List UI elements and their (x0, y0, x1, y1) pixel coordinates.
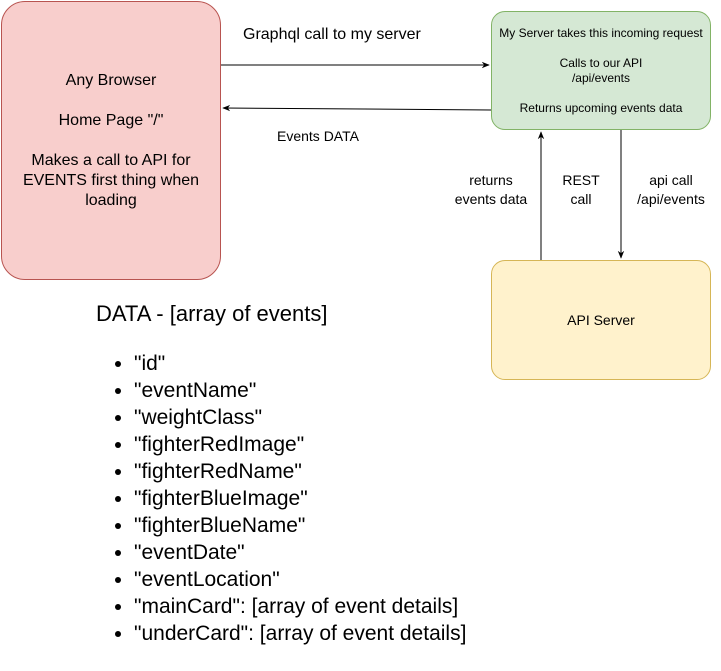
browser-node: Any Browser Home Page "/" Makes a call t… (1, 1, 221, 280)
data-title: DATA - [array of events] (96, 301, 328, 326)
server-calls-api: Calls to our API (559, 55, 643, 70)
list-item: "eventLocation" (134, 566, 466, 593)
my-server-node: My Server takes this incoming request Ca… (491, 11, 711, 130)
list-item: "fighterRedImage" (134, 431, 466, 458)
data-field-list: "id" "eventName" "weightClass" "fighterR… (118, 350, 466, 647)
label-graphql-call: Graphql call to my server (243, 26, 421, 43)
list-item: "eventName" (134, 377, 466, 404)
server-api-path: /api/events (571, 70, 631, 85)
list-item: "weightClass" (134, 404, 466, 431)
label-api-call: api call /api/events (637, 172, 705, 207)
label-events-data: Events DATA (277, 128, 359, 144)
browser-description: Makes a call to API for EVENTS first thi… (22, 151, 200, 209)
server-returns: Returns upcoming events data (519, 100, 683, 115)
list-item: "fighterRedName" (134, 458, 466, 485)
list-item: "id" (134, 350, 466, 377)
api-server-node: API Server (491, 260, 711, 380)
list-item: "fighterBlueImage" (134, 485, 466, 512)
browser-title: Any Browser (65, 71, 157, 89)
label-rest-call: REST call (562, 172, 600, 207)
server-incoming: My Server takes this incoming request (499, 25, 703, 40)
arrow-events-data (222, 104, 492, 112)
list-item: "fighterBlueName" (134, 512, 466, 539)
label-returns-events-data: returns events data (454, 172, 528, 207)
list-item: "underCard": [array of event details] (134, 620, 466, 647)
browser-home-page: Home Page "/" (58, 111, 164, 129)
list-item: "mainCard": [array of event details] (134, 593, 466, 620)
list-item: "eventDate" (134, 539, 466, 566)
api-server-label: API Server (567, 312, 635, 328)
